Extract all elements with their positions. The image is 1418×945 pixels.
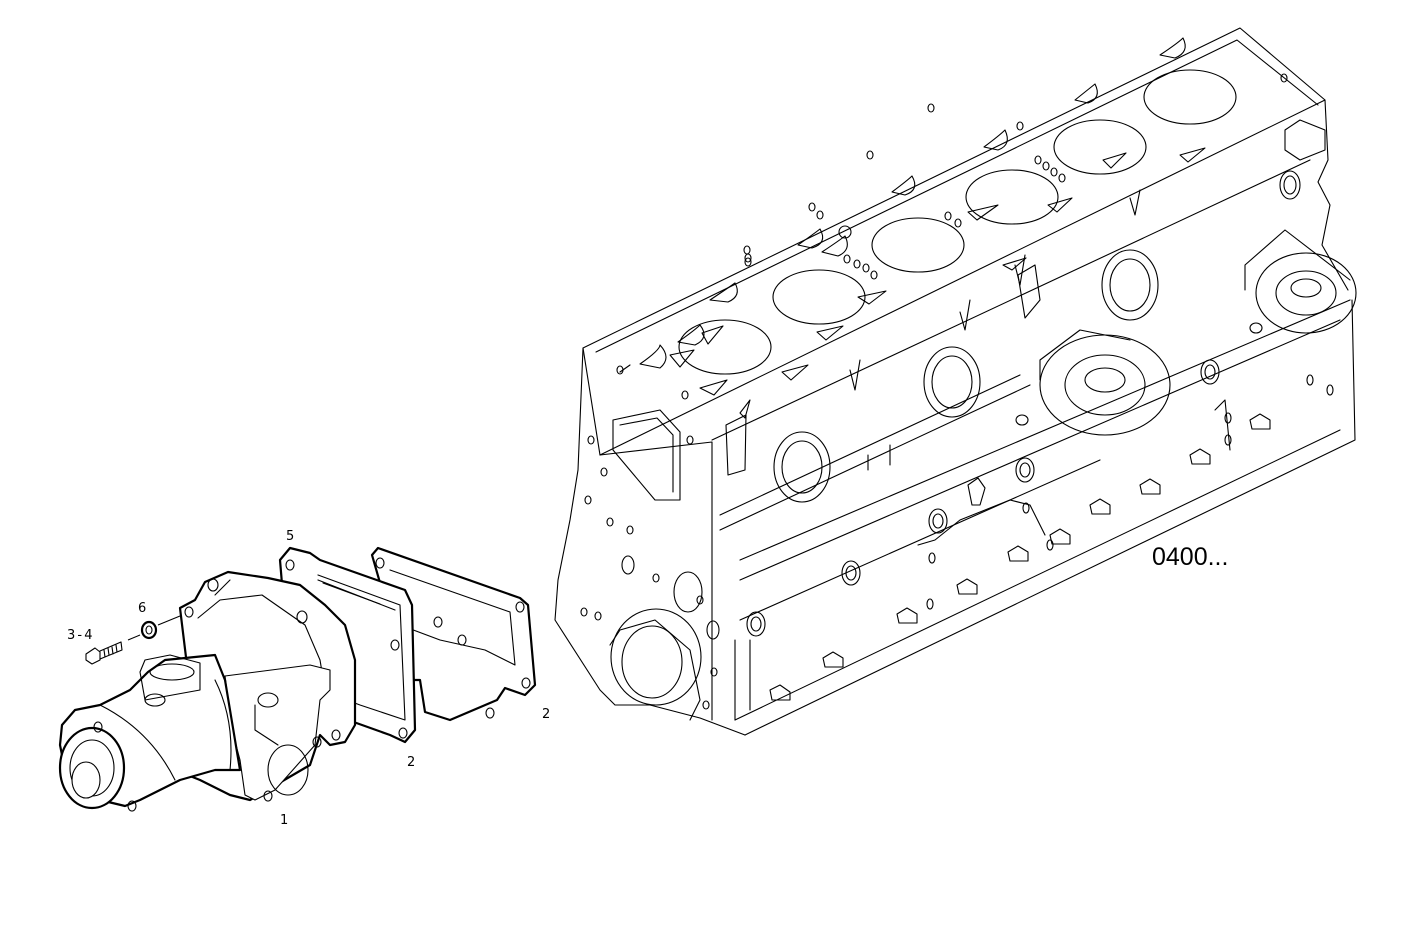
washer: [127, 615, 181, 641]
callout-2-outer: 2: [542, 707, 551, 722]
cylinder-bore-3: [871, 217, 965, 273]
callout-5: 5: [286, 529, 295, 544]
front-face-bore: [673, 571, 703, 613]
cylinder-bore-4: [965, 169, 1059, 225]
cylinder-bore-1: [678, 319, 772, 375]
cylinder-bore-6: [1143, 69, 1237, 125]
water-pump-assembly: [58, 546, 537, 812]
callout-1: 1: [280, 813, 289, 828]
cylinder-bore-5: [1053, 119, 1147, 175]
cylinder-bore-2: [772, 269, 866, 325]
bolt: [85, 641, 123, 665]
engine-block: [554, 27, 1357, 736]
callout-3-4: 3 - 4: [67, 628, 92, 643]
callout-2-inner: 2: [407, 755, 416, 770]
callout-6: 6: [138, 601, 147, 616]
crank-seal-bore: [610, 608, 702, 706]
reference-code: 0400...: [1152, 543, 1229, 571]
